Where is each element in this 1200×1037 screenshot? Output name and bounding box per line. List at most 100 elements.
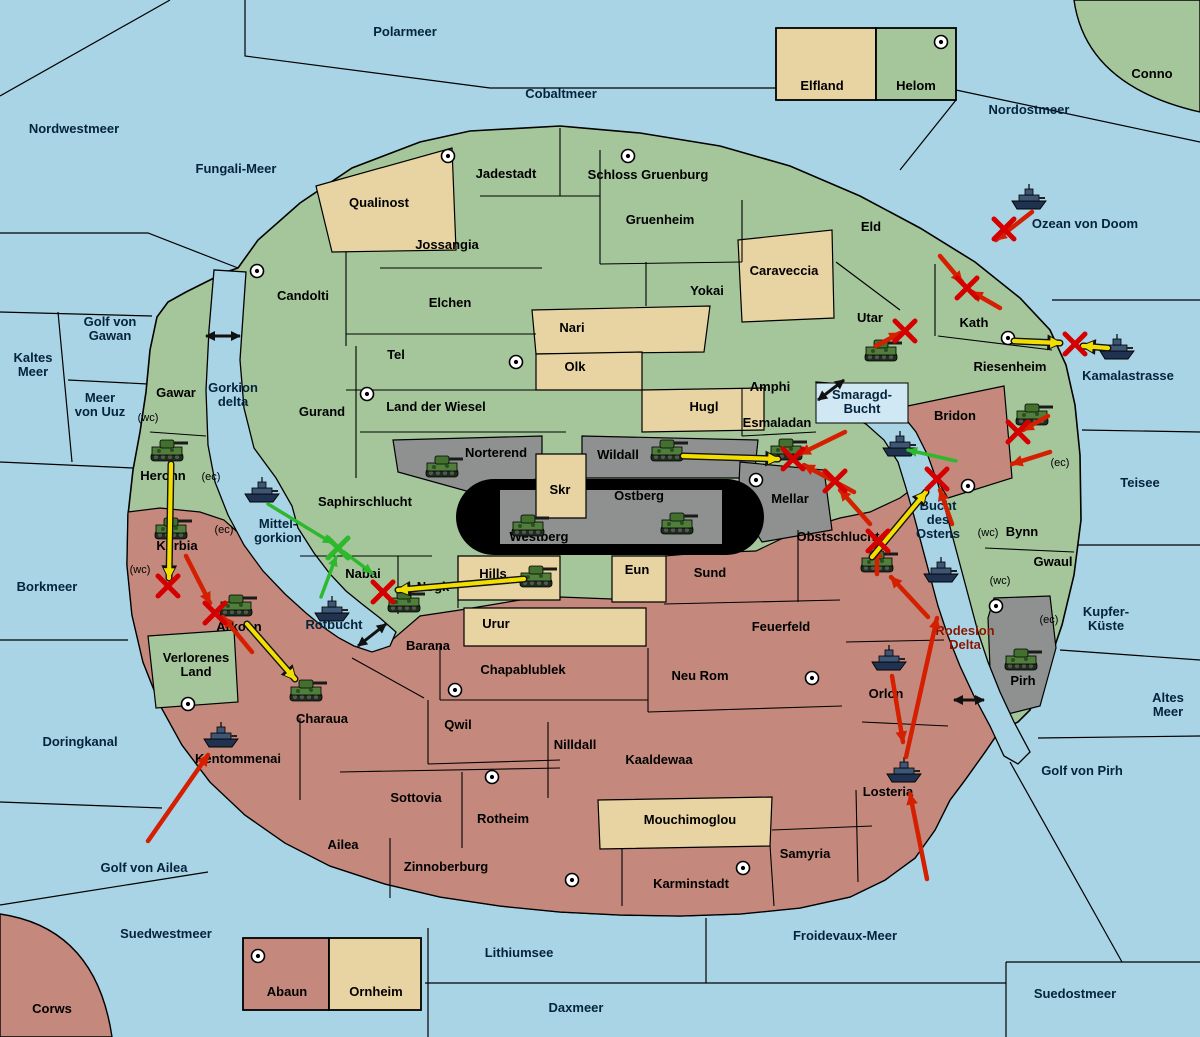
fleet-bucht-des-ostens[interactable]	[923, 557, 959, 583]
fleet-ozean-von-doom[interactable]	[1011, 184, 1047, 210]
region-caraveccia[interactable]	[737, 229, 835, 323]
region-box-ornheim[interactable]	[328, 937, 422, 1011]
fleet-rotbucht[interactable]	[314, 596, 350, 622]
order-arrow	[888, 574, 931, 620]
label-losteria: Losteria	[863, 784, 914, 799]
label-kamalastrasse: Kamalastrasse	[1082, 368, 1174, 383]
order-arrow	[889, 673, 908, 745]
coast-tag: (ec)	[1051, 457, 1070, 469]
region-border-line	[647, 705, 843, 713]
battle-mark	[155, 573, 181, 599]
order-arrow	[837, 487, 873, 527]
coast-tag: (wc)	[978, 527, 999, 539]
label-gwaul: Gwaul	[1033, 554, 1072, 569]
region-nari[interactable]	[531, 305, 711, 355]
label-mittel: Mittel-gorkion	[254, 516, 302, 545]
supply-center-abaun	[250, 948, 266, 964]
fleet-kentommenai[interactable]	[203, 722, 239, 748]
label-nordostmeer: Nordostmeer	[989, 102, 1070, 117]
supply-center-rotheim	[484, 769, 500, 785]
label-kentommenai: Kentommenai	[195, 751, 281, 766]
label-norterend: Norterend	[465, 445, 527, 460]
region-box-abaun[interactable]	[242, 937, 330, 1011]
region-eun[interactable]	[611, 555, 667, 603]
army-westberg[interactable]	[511, 514, 549, 537]
region-verlorenes-land[interactable]	[147, 629, 239, 709]
label-caraveccia: Caraveccia	[750, 263, 819, 278]
label-zinnoberburg: Zinnoberburg	[404, 859, 489, 874]
coast-tag: (ec)	[215, 524, 234, 536]
label-kupfer: Kupfer-Küste	[1083, 604, 1129, 633]
label-golf-von-pirh: Golf von Pirh	[1041, 763, 1123, 778]
label-daxmeer: Daxmeer	[549, 1000, 604, 1015]
fleet-kamalastrasse[interactable]	[1099, 334, 1135, 360]
label-conno: Conno	[1131, 66, 1172, 81]
label-mellar: Mellar	[771, 491, 809, 506]
label-mouchimoglou: Mouchimoglou	[644, 812, 736, 827]
label-bridon: Bridon	[934, 408, 976, 423]
label-kaaldewaa: Kaaldewaa	[625, 752, 693, 767]
label-tel: Tel	[387, 347, 405, 362]
label-ailea: Ailea	[327, 837, 359, 852]
fleet-mittel-gorkion[interactable]	[244, 477, 280, 503]
army-arkoon[interactable]	[219, 594, 257, 617]
army-pirh[interactable]	[1004, 648, 1042, 671]
region-border-line	[984, 547, 1075, 553]
coast-tag: (wc)	[990, 575, 1011, 587]
order-arrow	[395, 576, 527, 595]
coast-tag: (ec)	[1040, 614, 1059, 626]
label-nari: Nari	[559, 320, 584, 335]
army-charaua[interactable]	[289, 679, 327, 702]
label-doringkanal: Doringkanal	[42, 734, 117, 749]
label-elfland: Elfland	[800, 78, 843, 93]
water-gorkion-waters[interactable]	[205, 269, 397, 653]
label-land-der-wiesel: Land der Wiesel	[386, 399, 486, 414]
region-border-line	[339, 767, 561, 773]
water-ost-channel[interactable]	[815, 381, 1031, 765]
supply-center-gwaul	[988, 598, 1004, 614]
region-skr[interactable]	[535, 453, 587, 519]
label-ornheim: Ornheim	[349, 984, 402, 999]
order-arrow	[680, 453, 781, 465]
sea-border-line	[1081, 429, 1200, 433]
army-heronn[interactable]	[150, 439, 188, 462]
label-elchen: Elchen	[429, 295, 472, 310]
label-suedwestmeer: Suedwestmeer	[120, 926, 212, 941]
label-samyria: Samyria	[780, 846, 831, 861]
label-helom: Helom	[896, 78, 936, 93]
region-urur[interactable]	[463, 607, 647, 647]
region-hugl[interactable]	[641, 387, 765, 433]
label-bynn: Bynn	[1006, 524, 1039, 539]
coast-tag: (wc)	[130, 564, 151, 576]
label-smaragd: Smaragd-Bucht	[832, 387, 892, 416]
label-hugl: Hugl	[690, 399, 719, 414]
battle-mark	[954, 275, 980, 301]
sea-border-line	[1059, 649, 1200, 661]
region-qualinost[interactable]	[315, 147, 457, 253]
order-arrow	[266, 502, 334, 545]
supply-center-karminstadt	[735, 860, 751, 876]
fleet-losteria[interactable]	[886, 757, 922, 783]
region-olk[interactable]	[535, 351, 643, 391]
order-arrow	[993, 209, 1035, 243]
supply-center-mellar	[748, 472, 764, 488]
fleet-orlon[interactable]	[871, 645, 907, 671]
order-arrow	[244, 621, 298, 682]
army-ostberg[interactable]	[660, 512, 698, 535]
region-box-elfland[interactable]	[775, 27, 877, 101]
battle-mark	[1005, 419, 1031, 445]
region-border-line	[741, 431, 817, 437]
region-border-line	[149, 431, 207, 437]
label-eld: Eld	[861, 219, 881, 234]
battle-mark	[202, 600, 228, 626]
supply-center-helom	[933, 34, 949, 50]
label-heronn: Heronn	[140, 468, 186, 483]
army-norterend[interactable]	[425, 455, 463, 478]
label-olk: Olk	[565, 359, 587, 374]
battle-mark	[892, 318, 918, 344]
army-wildall[interactable]	[650, 439, 688, 462]
